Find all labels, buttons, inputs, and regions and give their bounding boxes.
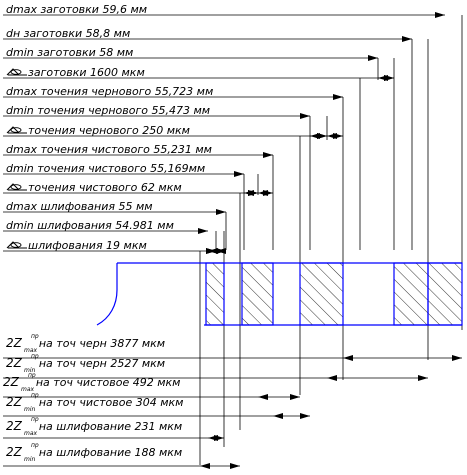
top-label-text: dmin шлифования 54.981 мм [6, 219, 174, 232]
hatched-allowance-1 [205, 262, 225, 326]
top-label-3: dmin заготовки 58 мм [6, 46, 133, 59]
allowance-subscript: max [24, 430, 38, 437]
top-label-4: заготовки 1600 мкм [6, 66, 145, 79]
hatched-allowance-5 [427, 262, 463, 326]
top-label-text: dн заготовки 58,8 мм [6, 27, 131, 40]
allowance-subscript: max [21, 386, 35, 393]
allowance-superscript: пр [31, 416, 39, 423]
top-label-13: шлифования 19 мкм [6, 239, 147, 252]
top-label-text: dmax точения чистового 55,231 мм [6, 143, 212, 156]
top-label-text: шлифования 19 мкм [28, 239, 147, 252]
top-label-9: dmin точения чистового 55,169мм [6, 162, 205, 175]
top-label-text: dmin заготовки 58 мм [6, 46, 134, 59]
allowance-symbol: 2Z [6, 395, 22, 409]
allowance-superscript: пр [31, 333, 39, 340]
roughness-symbol-icon [6, 241, 27, 249]
part-break-curve [96, 289, 118, 326]
allowance-subscript: min [24, 367, 36, 374]
allowance-subscript: min [24, 406, 36, 413]
allowance-text: на точ черн 2527 мкм [38, 357, 166, 370]
top-label-11: dmax шлифования 55 мм [6, 200, 153, 213]
top-label-text: dmin точения чернового 55,473 мм [6, 104, 211, 117]
roughness-symbol-icon [6, 126, 27, 134]
allowance-subscript: min [24, 456, 36, 463]
allowance-symbol: 2Z [6, 336, 22, 350]
allowance-text: на точ чистовое 492 мкм [35, 376, 181, 389]
hatched-allowance-3 [299, 262, 344, 326]
top-label-text: dmax заготовки 59,6 мм [6, 3, 148, 16]
allowance-text: на шлифование 231 мкм [38, 420, 183, 433]
allowance-superscript: пр [31, 392, 39, 399]
top-label-6: dmin точения чернового 55,473 мм [6, 104, 210, 117]
top-label-text: точения чернового 250 мкм [28, 124, 190, 137]
allowance-text: на шлифование 188 мкм [38, 446, 183, 459]
top-label-7: точения чернового 250 мкм [6, 124, 190, 137]
top-label-5: dmax точения чернового 55,723 мм [6, 85, 213, 98]
allowance-symbol: 2Z [6, 356, 22, 370]
allowance-superscript: пр [31, 442, 39, 449]
allowance-symbol: 2Z [6, 419, 22, 433]
allowance-symbol: 2Z [3, 375, 19, 389]
top-label-text: заготовки 1600 мкм [28, 66, 145, 79]
allowance-superscript: пр [28, 372, 36, 379]
top-label-text: dmin точения чистового 55,169мм [6, 162, 206, 175]
roughness-symbol-icon [6, 68, 27, 76]
top-label-8: dmax точения чистового 55,231 мм [6, 143, 212, 156]
allowance-subscript: max [24, 347, 38, 354]
part-section [96, 262, 463, 326]
allowance-text: на точ чистовое 304 мкм [38, 396, 184, 409]
top-label-text: dmax шлифования 55 мм [6, 200, 153, 213]
top-label-1: dmax заготовки 59,6 мм [6, 3, 147, 16]
top-label-2: dн заготовки 58,8 мм [6, 27, 130, 40]
allowance-text: на точ черн 3877 мкм [38, 337, 166, 350]
top-label-text: точения чистового 62 мкм [28, 181, 182, 194]
hatched-allowance-4 [393, 262, 429, 326]
allowance-superscript: пр [31, 353, 39, 360]
top-label-10: точения чистового 62 мкм [6, 181, 182, 194]
top-label-12: dmin шлифования 54.981 мм [6, 219, 174, 232]
top-label-text: dmax точения чернового 55,723 мм [6, 85, 214, 98]
roughness-symbol-icon [6, 183, 27, 191]
hatched-allowance-2 [241, 262, 274, 326]
allowance-symbol: 2Z [6, 445, 22, 459]
